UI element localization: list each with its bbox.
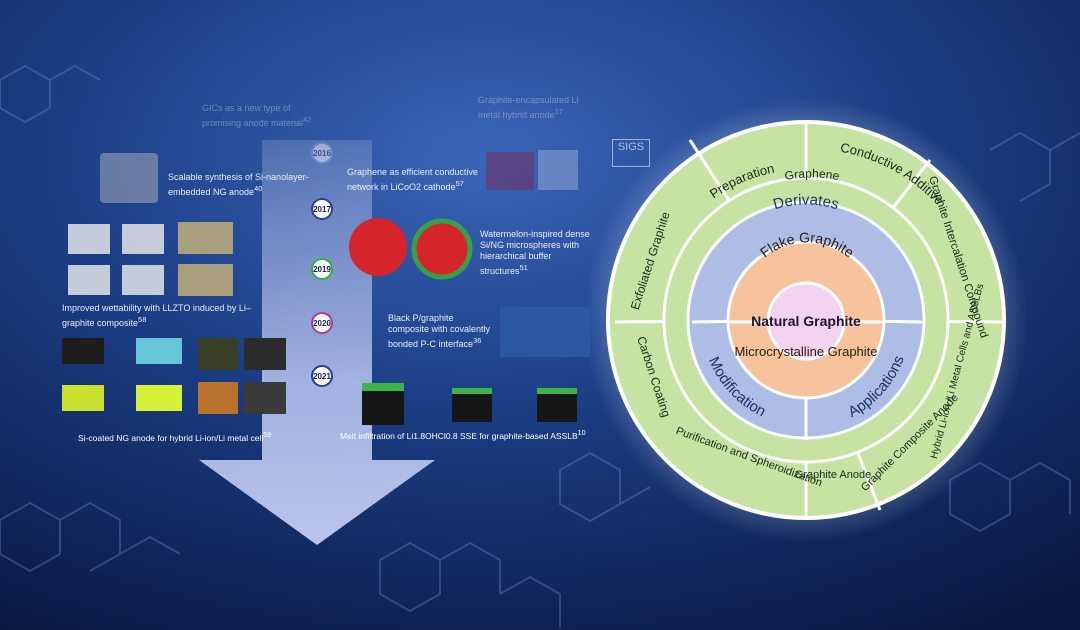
timeline-entry-llzto: Improved wettability with LLZTO induced … [62, 303, 251, 328]
label-microcrystalline-graphite: Microcrystalline Graphite [734, 344, 877, 359]
timeline-arrow [199, 140, 435, 545]
timeline-entry-si-nanolayer: Scalable synthesis of Si-nanolayer-embed… [168, 172, 309, 197]
hexagon-pattern [0, 64, 1080, 628]
timeline-entry-melt-infiltration: Melt infiltration of Li1.8OHCl0.8 SSE fo… [340, 429, 586, 441]
timeline-entry-graphene-licoo2: Graphene as efficient conductive network… [347, 167, 478, 192]
timeline-entry-li-metal: Graphite-encapsulated Li metal hybrid an… [478, 95, 579, 120]
year-marker-2021: 2021 [311, 365, 333, 387]
label-graphite-anode: Graphite Anode [795, 469, 871, 481]
year-marker-2016: 2016 [311, 142, 333, 164]
figure-thumbnails [62, 150, 590, 425]
timeline-entry-black-p: Black P/graphite composite with covalent… [388, 313, 491, 349]
sigs-logo: SIGS [612, 139, 650, 167]
timeline-entry-si-coated: Si-coated NG anode for hybrid Li-ion/Li … [78, 431, 272, 443]
year-marker-2020: 2020 [311, 312, 333, 334]
timeline-entry-watermelon: Watermelon-inspired dense Si/NG microsph… [480, 229, 590, 276]
center-circle [766, 281, 846, 361]
timeline-entry-gics: GICs as a new type of promising anode ma… [202, 103, 312, 128]
label-natural-graphite: Natural Graphite [751, 313, 861, 329]
year-marker-2019: 2019 [311, 258, 333, 280]
year-marker-2017: 2017 [311, 198, 333, 220]
